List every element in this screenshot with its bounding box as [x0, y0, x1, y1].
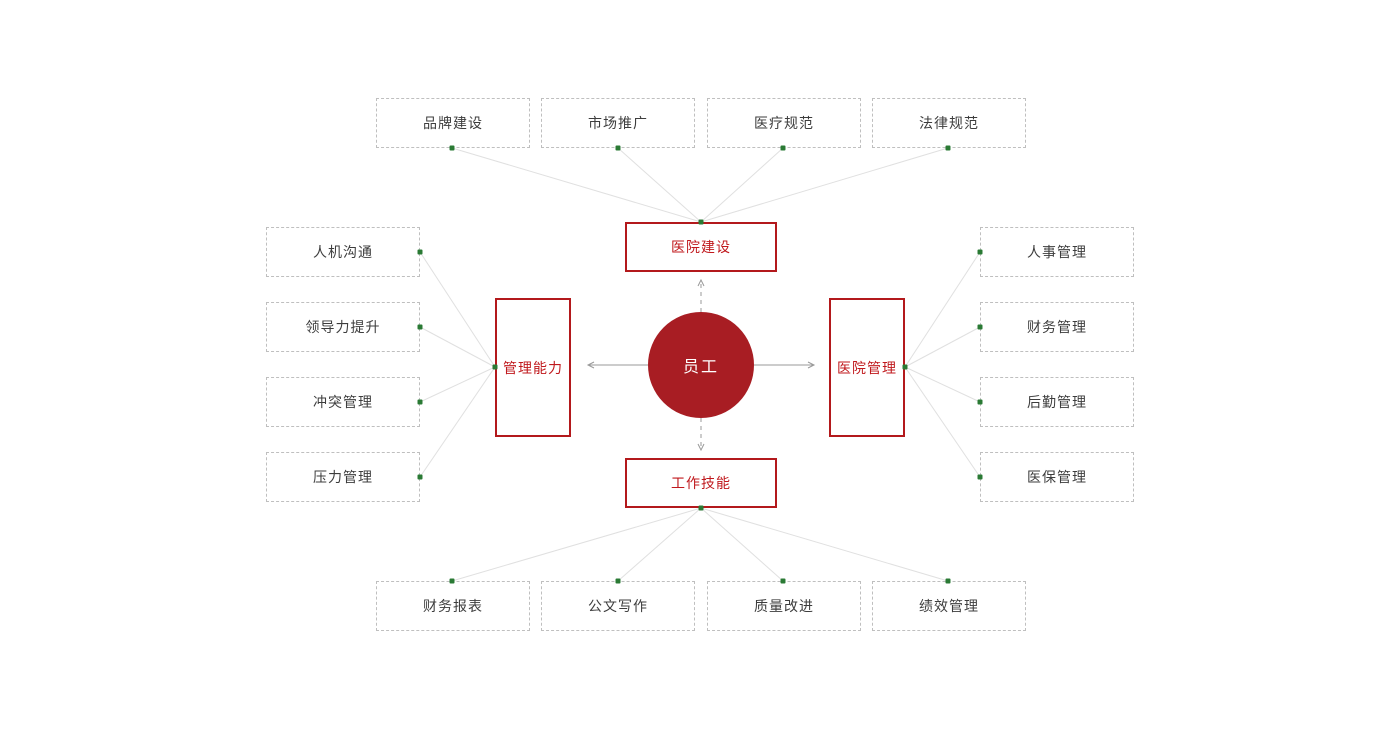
connector-dot-perf: [945, 578, 951, 584]
connector-line: [617, 147, 702, 223]
connector-dot-finance: [977, 324, 983, 330]
connector-dot-writing: [615, 578, 621, 584]
connector-dot-brand: [449, 145, 455, 151]
leaf-node-label: 公文写作: [588, 598, 648, 614]
connector-dot-top: [698, 219, 704, 225]
connector-line: [451, 147, 702, 223]
core-node-employee[interactable]: 员工: [648, 312, 754, 418]
leaf-node-label: 人机沟通: [313, 244, 373, 260]
connector-dot-legal: [945, 145, 951, 151]
connector-line: [419, 366, 496, 403]
leaf-node-logistics[interactable]: 后勤管理: [980, 377, 1134, 427]
leaf-node-label: 人事管理: [1027, 244, 1087, 260]
leaf-node-hr[interactable]: 人事管理: [980, 227, 1134, 277]
connector-line: [904, 251, 981, 368]
leaf-node-leadership[interactable]: 领导力提升: [266, 302, 420, 352]
branch-node-bottom[interactable]: 工作技能: [625, 458, 777, 508]
leaf-node-fin-report[interactable]: 财务报表: [376, 581, 530, 631]
leaf-node-legal[interactable]: 法律规范: [872, 98, 1026, 148]
connector-dot-right: [902, 364, 908, 370]
leaf-node-label: 质量改进: [754, 598, 814, 614]
branch-node-label: 医院建设: [671, 239, 731, 255]
branch-node-top[interactable]: 医院建设: [625, 222, 777, 272]
connector-line: [700, 507, 949, 582]
leaf-node-medical[interactable]: 医疗规范: [707, 98, 861, 148]
leaf-node-stress[interactable]: 压力管理: [266, 452, 420, 502]
leaf-node-label: 压力管理: [313, 469, 373, 485]
connector-dot-bottom: [698, 505, 704, 511]
leaf-node-label: 领导力提升: [305, 319, 381, 335]
connector-line: [904, 366, 981, 478]
leaf-node-market[interactable]: 市场推广: [541, 98, 695, 148]
branch-node-label: 工作技能: [671, 475, 731, 491]
connector-line: [700, 147, 784, 223]
leaf-node-finance[interactable]: 财务管理: [980, 302, 1134, 352]
branch-node-right[interactable]: 医院管理: [829, 298, 905, 437]
core-node-label: 员工: [682, 359, 719, 376]
connector-line: [904, 366, 981, 403]
connector-dot-conflict: [417, 399, 423, 405]
leaf-node-label: 冲突管理: [313, 394, 373, 410]
leaf-node-conflict[interactable]: 冲突管理: [266, 377, 420, 427]
connector-dot-insurance: [977, 474, 983, 480]
connector-dot-leadership: [417, 324, 423, 330]
connector-dot-stress: [417, 474, 423, 480]
leaf-node-insurance[interactable]: 医保管理: [980, 452, 1134, 502]
branch-node-label: 管理能力: [503, 359, 563, 376]
leaf-node-quality[interactable]: 质量改进: [707, 581, 861, 631]
branch-node-label: 医院管理: [837, 359, 897, 376]
leaf-node-label: 财务报表: [423, 598, 483, 614]
connector-dot-quality: [780, 578, 786, 584]
branch-node-left[interactable]: 管理能力: [495, 298, 571, 437]
leaf-node-writing[interactable]: 公文写作: [541, 581, 695, 631]
leaf-node-label: 市场推广: [588, 115, 648, 131]
connector-line: [904, 326, 981, 368]
connector-dot-left: [492, 364, 498, 370]
connector-dot-logistics: [977, 399, 983, 405]
connector-line: [419, 326, 496, 368]
connector-line: [700, 147, 949, 223]
connector-line: [451, 507, 702, 582]
leaf-node-hmi[interactable]: 人机沟通: [266, 227, 420, 277]
connector-line: [419, 366, 496, 478]
connector-dot-market: [615, 145, 621, 151]
connector-line: [700, 507, 784, 582]
leaf-node-perf[interactable]: 绩效管理: [872, 581, 1026, 631]
connector-dot-hr: [977, 249, 983, 255]
leaf-node-label: 品牌建设: [423, 115, 483, 131]
leaf-node-label: 绩效管理: [919, 598, 979, 614]
leaf-node-brand[interactable]: 品牌建设: [376, 98, 530, 148]
connector-dot-medical: [780, 145, 786, 151]
leaf-node-label: 医保管理: [1027, 469, 1087, 485]
connector-dot-hmi: [417, 249, 423, 255]
leaf-node-label: 法律规范: [919, 115, 979, 131]
leaf-node-label: 财务管理: [1027, 319, 1087, 335]
connector-line: [419, 251, 496, 368]
connector-dot-fin-report: [449, 578, 455, 584]
leaf-node-label: 医疗规范: [754, 115, 814, 131]
connector-line: [617, 507, 702, 582]
leaf-node-label: 后勤管理: [1027, 394, 1087, 410]
